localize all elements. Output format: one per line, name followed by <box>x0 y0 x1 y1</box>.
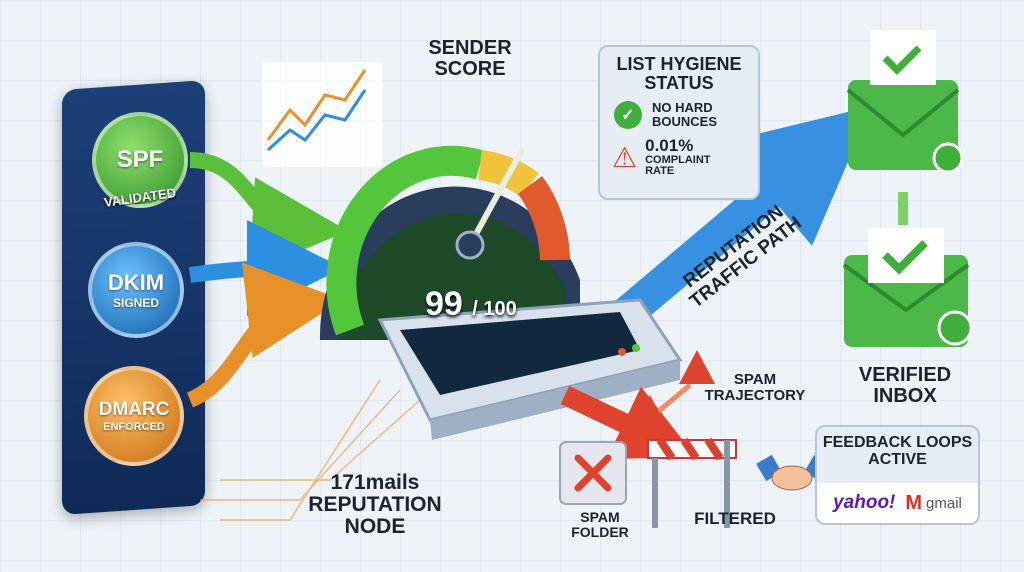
provider-logos: yahoo! M gmail <box>817 483 978 523</box>
trend-line-orange <box>266 69 367 141</box>
dmarc-label: DMARC <box>98 399 170 420</box>
score-max: / 100 <box>472 298 517 320</box>
gauge-face <box>340 213 565 340</box>
yahoo-logo: yahoo! <box>833 492 896 513</box>
hygiene-item: ✓ NO HARD BOUNCES <box>614 101 758 129</box>
gauge-arc-red <box>517 176 570 261</box>
score-value: 99 / 100 <box>425 285 517 324</box>
hygiene-item-text: NO HARD BOUNCES <box>652 100 718 129</box>
spf-arrow <box>189 152 348 273</box>
gauge-needle <box>467 147 525 248</box>
node-label: 171mails REPUTATION NODE <box>290 471 460 539</box>
gauge-arc-green <box>326 145 485 336</box>
inbox-envelope-top <box>846 30 964 174</box>
gauge-hub <box>455 230 485 260</box>
spf-label: SPF <box>116 146 164 173</box>
dkim-badge: DKIM SIGNED <box>88 242 184 338</box>
brand-name: 171mails <box>330 471 420 494</box>
feedback-title: FEEDBACK LOOPS ACTIVE <box>822 434 973 468</box>
warning-icon <box>679 350 715 384</box>
status-light-green <box>632 344 640 352</box>
hygiene-title: LIST HYGIENE STATUS <box>616 54 742 93</box>
server-front <box>430 360 680 440</box>
dkim-status: SIGNED <box>112 296 159 310</box>
status-light-red <box>618 348 626 356</box>
spam-trajectory-label: SPAM TRAJECTORY <box>704 371 806 404</box>
x-icon <box>574 454 612 492</box>
gmail-icon: M <box>905 491 923 514</box>
verified-inbox-label: VERIFIED INBOX <box>858 364 952 407</box>
score-number: 99 <box>425 285 463 323</box>
warning-icon: ⚠ <box>612 141 638 173</box>
dkim-label: DKIM <box>107 270 165 295</box>
check-icon: ✓ <box>614 100 642 129</box>
inbox-envelope-bottom <box>842 228 973 347</box>
spf-badge: SPF <box>92 112 188 208</box>
gauge-arc-yellow <box>477 150 539 198</box>
warning-icon <box>634 395 666 425</box>
feedback-loops-card: FEEDBACK LOOPS ACTIVE yahoo! M gmail <box>815 425 980 525</box>
spam-folder-label: SPAM FOLDER <box>571 509 629 540</box>
trend-line-blue <box>266 89 367 152</box>
circuit-lines <box>200 379 421 521</box>
complaint-rate-label: COMPLAINT RATE <box>645 153 711 178</box>
barrier-icon <box>647 437 737 528</box>
trend-chart-card <box>262 62 382 167</box>
node-caption: REPUTATION NODE <box>308 493 442 539</box>
dmarc-status: ENFORCED <box>103 421 165 433</box>
hygiene-item: ⚠ 0.01% COMPLAINT RATE <box>612 135 758 178</box>
spam-arrow <box>560 385 697 460</box>
server-screen <box>400 312 640 395</box>
dmarc-badge: DMARC ENFORCED <box>84 366 184 466</box>
filtered-label: FILTERED <box>694 509 776 528</box>
sender-score-title: SENDER SCORE <box>428 37 512 80</box>
gmail-logo: gmail <box>926 494 962 512</box>
dkim-arrow <box>188 220 343 317</box>
dmarc-arrow <box>186 262 343 408</box>
list-hygiene-card: LIST HYGIENE STATUS ✓ NO HARD BOUNCES ⚠ … <box>598 45 760 200</box>
complaint-rate-value: 0.01% <box>645 135 694 155</box>
complaint-rate: 0.01% COMPLAINT RATE <box>645 135 735 178</box>
